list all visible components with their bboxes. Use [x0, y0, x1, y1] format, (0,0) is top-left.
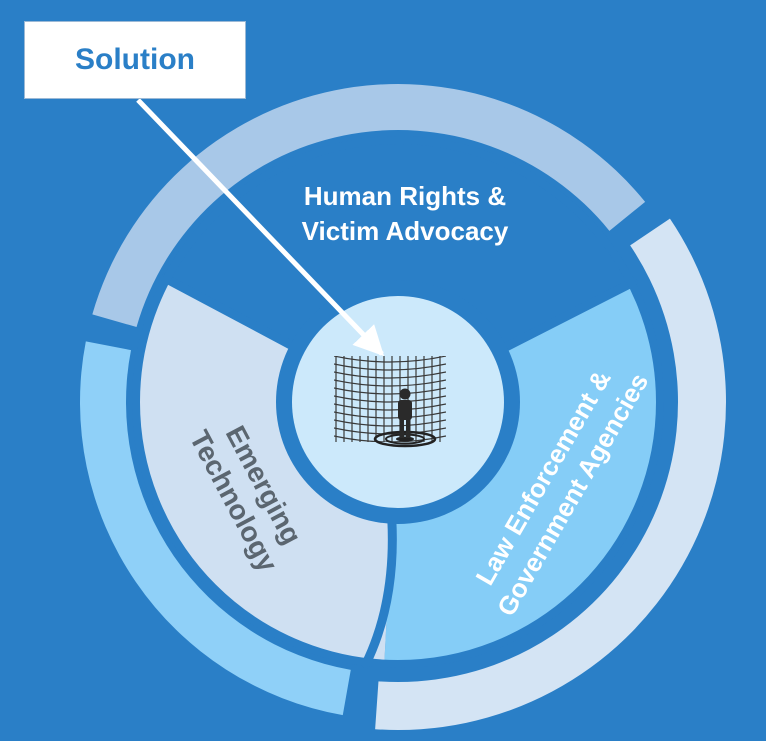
segment-divider	[160, 273, 299, 352]
solution-arrow	[136, 98, 385, 357]
outer-ring-top-arc	[92, 84, 646, 328]
outer-ring	[80, 84, 726, 730]
segment-top-label-line1: Human Rights &	[304, 181, 506, 211]
solution-callout: Solution	[24, 21, 246, 99]
inner-circle-outline	[132, 136, 664, 668]
person-in-grid-room-icon	[334, 356, 446, 448]
segment-divider	[498, 277, 638, 353]
segment-top-label-line2: Victim Advocacy	[302, 216, 509, 246]
segment-divider	[361, 515, 397, 669]
outer-ring-right-arc	[375, 218, 726, 730]
outer-ring-left-arc	[80, 341, 351, 716]
solution-callout-label: Solution	[75, 43, 195, 76]
center-hub	[276, 280, 520, 524]
